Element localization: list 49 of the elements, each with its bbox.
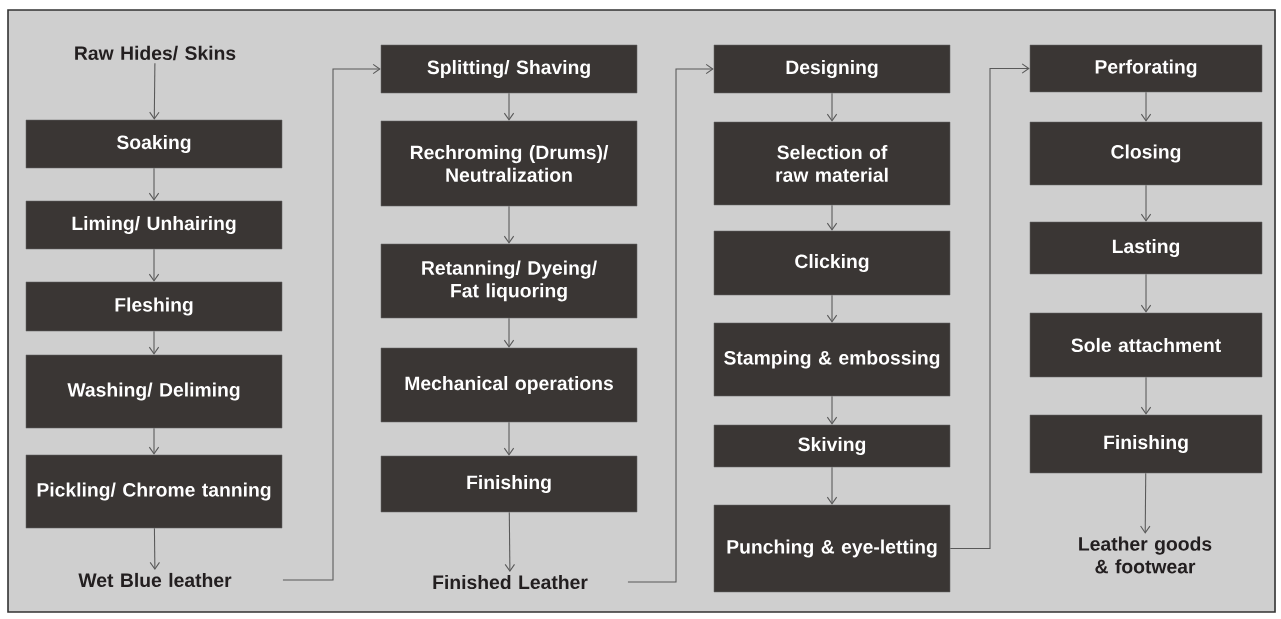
process-box: Lasting [1029, 221, 1263, 275]
process-box: Perforating [1029, 44, 1263, 93]
arrow [149, 527, 160, 570]
process-box: Stamping & embossing [713, 322, 951, 397]
arrow [1140, 472, 1151, 534]
process-box: Pickling/ Chrome tanning [25, 454, 283, 529]
process-box: Liming/ Unhairing [25, 200, 283, 250]
arrow [1140, 184, 1152, 222]
process-box: Sole attachment [1029, 312, 1263, 378]
arrow [826, 466, 838, 505]
arrow [504, 511, 516, 572]
process-box: Selection of raw material [713, 121, 951, 206]
arrow [826, 395, 838, 425]
arrow [627, 63, 714, 583]
arrow [148, 167, 160, 201]
arrow [1140, 376, 1152, 415]
process-box: Retanning/ Dyeing/ Fat liquoring [380, 243, 638, 319]
process-box: Mechanical operations [380, 347, 638, 423]
process-box: Splitting/ Shaving [380, 44, 638, 94]
arrow [1140, 273, 1152, 313]
process-box: Soaking [25, 119, 283, 169]
stage-label: Wet Blue leather [78, 572, 232, 588]
arrow [148, 248, 160, 282]
stage-label: Raw Hides/ Skins [75, 45, 236, 61]
process-box: Punching & eye-letting [713, 504, 951, 593]
arrow [149, 62, 160, 120]
process-box: Fleshing [25, 281, 283, 332]
arrow [503, 421, 515, 456]
arrow [503, 317, 515, 348]
stage-label: Leather goods & footwear [1079, 536, 1212, 574]
process-box: Washing/ Deliming [25, 354, 283, 429]
arrow [826, 294, 838, 323]
arrow [148, 427, 160, 455]
arrow [148, 330, 160, 355]
arrow [282, 63, 381, 581]
arrow [503, 92, 515, 121]
process-box: Finishing [380, 455, 638, 513]
process-box: Clicking [713, 230, 951, 296]
arrow [1140, 91, 1152, 122]
process-box: Rechroming (Drums)/ Neutralization [380, 120, 638, 207]
arrow [826, 92, 838, 122]
process-box: Closing [1029, 121, 1263, 186]
process-box: Skiving [713, 424, 951, 468]
arrow [949, 63, 1030, 550]
process-box: Designing [713, 44, 951, 94]
process-box: Finishing [1029, 414, 1263, 474]
arrow [503, 205, 515, 244]
arrow [826, 204, 838, 231]
stage-label: Finished Leather [433, 574, 588, 590]
